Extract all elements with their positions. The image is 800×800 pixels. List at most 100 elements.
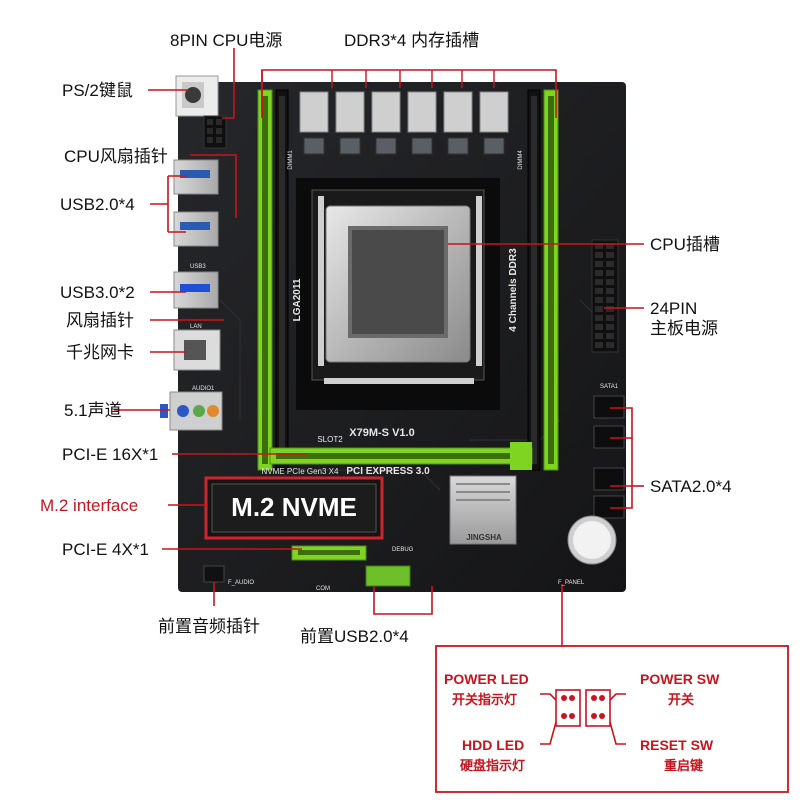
reset-sw-label: RESET SW xyxy=(640,737,714,753)
ddr-channels-silk: 4 Channels DDR3 xyxy=(508,248,519,332)
atx-pin xyxy=(606,315,614,321)
audio-silk: AUDIO1 xyxy=(192,386,215,392)
m2-callout xyxy=(204,476,384,540)
atx-pin xyxy=(606,342,614,348)
power-led-cn: 开关指示灯 xyxy=(452,692,517,707)
label-usb30: USB3.0*2 xyxy=(60,283,135,302)
sata-ports xyxy=(593,395,625,519)
vrm-choke xyxy=(447,137,469,155)
atx-pin xyxy=(606,252,614,258)
hdd-led-label: HDD LED xyxy=(462,737,524,753)
vrm-heatsinks xyxy=(299,91,509,155)
reset-sw-cn: 重启键 xyxy=(664,758,703,773)
vrm-choke xyxy=(411,137,433,155)
usb20-ports xyxy=(173,159,219,247)
vrm-choke xyxy=(303,137,325,155)
pcie16-slot xyxy=(269,442,533,470)
vrm-heatsink-fin xyxy=(371,91,401,133)
power-led-label: POWER LED xyxy=(444,671,529,687)
atx-pin xyxy=(595,279,603,285)
chipset-heatsink xyxy=(449,475,517,545)
cmos-battery xyxy=(567,515,617,565)
label-ddr3: DDR3*4 内存插槽 xyxy=(344,31,479,50)
atx-pin xyxy=(595,324,603,330)
panel-silk: F_PANEL xyxy=(558,580,585,586)
atx-pin xyxy=(606,333,614,339)
usb30-ports xyxy=(173,271,219,309)
callout-labels: 8PIN CPU电源 DDR3*4 内存插槽 PS/2键鼠 CPU风扇插针 US… xyxy=(40,31,732,646)
atx-pin xyxy=(595,333,603,339)
atx-pin xyxy=(595,261,603,267)
label-audio: 5.1声道 xyxy=(64,401,122,420)
atx-pin xyxy=(595,315,603,321)
vrm-choke xyxy=(339,137,361,155)
com-silk: COM xyxy=(316,586,330,592)
usb-silk: USB3 xyxy=(190,264,206,270)
atx-pin xyxy=(595,288,603,294)
sata-silk: SATA1 xyxy=(600,384,619,390)
atx-pin xyxy=(606,306,614,312)
power-sw-cn: 开关 xyxy=(668,692,694,707)
lan-port xyxy=(173,329,221,371)
slot2-silk: SLOT2 xyxy=(317,435,343,444)
audio-ports xyxy=(160,391,223,431)
hdd-led-cn: 硬盘指示灯 xyxy=(460,758,525,773)
label-lan: 千兆网卡 xyxy=(66,343,134,362)
atx-pin xyxy=(595,306,603,312)
dimm-slots-right xyxy=(527,89,559,471)
front-usb-header xyxy=(365,565,411,587)
audio2-silk: F_AUDIO xyxy=(228,580,254,586)
atx-pin xyxy=(606,324,614,330)
dimm-slots-left xyxy=(257,89,289,471)
atx-pin xyxy=(595,342,603,348)
socket-silk: LGA2011 xyxy=(292,278,303,321)
label-pcie16: PCI-E 16X*1 xyxy=(62,445,158,464)
pci-express-silk: PCI EXPRESS 3.0 xyxy=(346,466,430,477)
front-panel-pin-diagram xyxy=(540,689,626,745)
vrm-heatsink-fin xyxy=(407,91,437,133)
label-cpu-power: 8PIN CPU电源 xyxy=(170,31,282,50)
chipset-brand-silk: JINGSHA xyxy=(466,533,502,542)
callout-lines xyxy=(114,48,789,793)
lan-silk: LAN xyxy=(190,324,202,330)
cpu-socket xyxy=(296,178,500,410)
atx-pin xyxy=(595,252,603,258)
vrm-choke xyxy=(483,137,505,155)
dimm-a1-silk: DIMM1 xyxy=(288,150,294,170)
label-front-audio: 前置音频插针 xyxy=(158,617,260,636)
atx-pin xyxy=(606,243,614,249)
board-silkscreen: M.2 NVME X79M-S V1.0 PCI EXPRESS 3.0 LGA… xyxy=(190,150,619,592)
dimm-b1-silk: DIMM4 xyxy=(518,150,524,170)
label-fan: 风扇插针 xyxy=(66,311,134,330)
pcie4-slot xyxy=(291,545,367,561)
atx-pin xyxy=(606,288,614,294)
atx-pin xyxy=(606,270,614,276)
label-m2: M.2 interface xyxy=(40,496,138,515)
atx-pin xyxy=(595,297,603,303)
vrm-choke xyxy=(375,137,397,155)
nvme-silk: NVME PCIe Gen3 X4 xyxy=(262,467,339,476)
ps2-port xyxy=(175,75,219,117)
cpu-8pin-connector xyxy=(203,115,227,149)
atx-pin xyxy=(606,297,614,303)
front-audio-header xyxy=(203,565,225,583)
vrm-heatsink-fin xyxy=(443,91,473,133)
label-ps2: PS/2键鼠 xyxy=(62,81,133,100)
vrm-heatsink-fin xyxy=(479,91,509,133)
label-usb20: USB2.0*4 xyxy=(60,195,135,214)
m2-nvme-badge: M.2 NVME xyxy=(231,492,357,522)
label-front-usb: 前置USB2.0*4 xyxy=(300,627,409,646)
power-sw-label: POWER SW xyxy=(640,671,720,687)
label-sata: SATA2.0*4 xyxy=(650,477,732,496)
vrm-heatsink-fin xyxy=(299,91,329,133)
atx-pin xyxy=(606,279,614,285)
label-pcie4: PCI-E 4X*1 xyxy=(62,540,149,559)
vrm-heatsink-fin xyxy=(335,91,365,133)
atx-pin xyxy=(595,270,603,276)
atx-pin xyxy=(606,261,614,267)
debug-silk: DEBUG xyxy=(392,547,414,553)
label-cpu-fan: CPU风扇插针 xyxy=(64,147,168,166)
label-atx-line1: 24PIN xyxy=(650,299,697,318)
panel-labels: POWER LED 开关指示灯 POWER SW 开关 HDD LED 硬盘指示… xyxy=(444,671,720,773)
